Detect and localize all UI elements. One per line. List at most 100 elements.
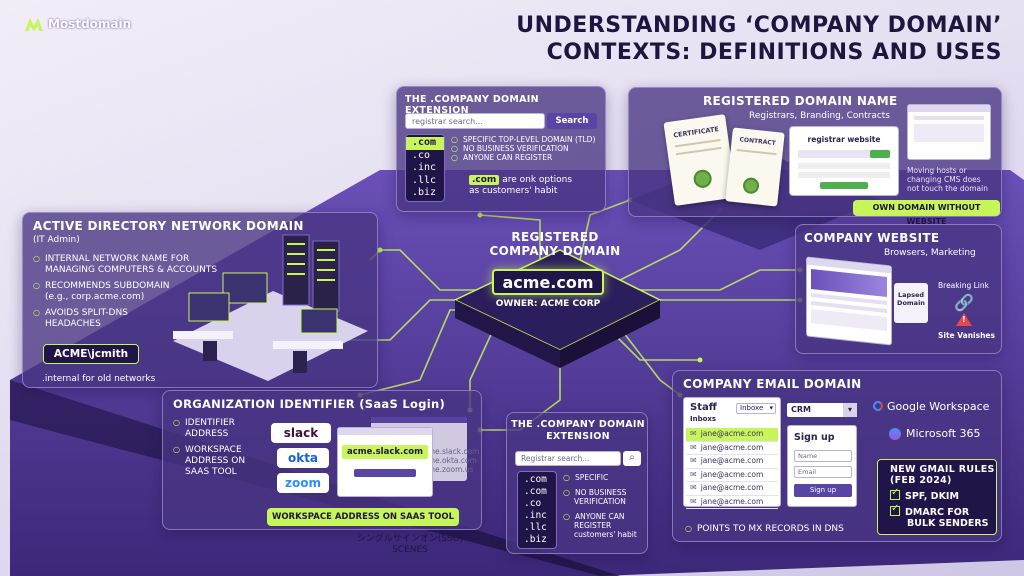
certificate-line bbox=[674, 138, 721, 148]
tld-extension-panel-top: THE .COMPANY DOMAIN EXTENSION registrar … bbox=[396, 86, 606, 212]
sso-bullet-cont: ADDRESS bbox=[185, 429, 229, 439]
tld-bullet: ANYONE CAN bbox=[563, 512, 637, 521]
ad-bullets: INTERNAL NETWORK NAME FOR MANAGING COMPU… bbox=[33, 253, 243, 330]
google-icon bbox=[873, 401, 883, 411]
gmail-rule-spf: SPF, DKIM bbox=[890, 487, 959, 502]
tld-item: .llc bbox=[524, 522, 547, 533]
tld-bullets: SPECIFIC TOP-LEVEL DOMAIN (TLD) NO BUSIN… bbox=[451, 135, 595, 162]
page-title: UNDERSTANDING ‘COMPANY DOMAIN’ CONTEXTS:… bbox=[516, 12, 1002, 66]
seal-icon bbox=[692, 168, 713, 189]
search-icon[interactable]: ⌕ bbox=[623, 451, 641, 466]
website-panel-subtitle: Browsers, Marketing bbox=[884, 248, 976, 258]
chevron-down-icon: ▾ bbox=[769, 404, 773, 412]
registered-domain-name-panel: REGISTERED DOMAIN NAME Registrars, Brand… bbox=[628, 87, 1002, 217]
moving-note-line: not touch the domain bbox=[907, 184, 988, 193]
registrar-website-mockup: registrar website bbox=[789, 126, 899, 196]
registered-panel-title: REGISTERED DOMAIN NAME bbox=[703, 94, 898, 108]
sso-bullet: WORKSPACE bbox=[173, 444, 245, 456]
tld-note-text-1: are onk options bbox=[502, 175, 573, 185]
email-row[interactable]: jane@acme.com bbox=[686, 469, 778, 482]
workspace-url[interactable]: acme.slack.com bbox=[342, 445, 428, 459]
tld-note: .com are onk options as customers' habit bbox=[469, 175, 572, 197]
signup-title: Sign up bbox=[794, 432, 835, 443]
sso-scenes-line: SCENES bbox=[392, 545, 428, 555]
crm-dropdown[interactable]: CRM▾ bbox=[787, 403, 857, 417]
organization-identifier-panel: ORGANIZATION IDENTIFIER (SaaS Login) IDE… bbox=[162, 390, 482, 530]
moving-note-line: changing CMS does bbox=[907, 175, 981, 184]
website-row bbox=[811, 309, 887, 331]
chevron-down-icon: ▾ bbox=[843, 403, 857, 417]
contract-document: CONTRACT bbox=[725, 127, 785, 207]
registrar-site-search bbox=[798, 150, 890, 158]
browser-row bbox=[914, 116, 984, 120]
registrar-search-input[interactable]: registrar search... bbox=[405, 113, 545, 129]
ad-login-badge: ACME\jcmith bbox=[43, 344, 139, 364]
center-owner: OWNER: ACME CORP bbox=[495, 299, 601, 309]
email-list: jane@acme.com jane@acme.com jane@acme.co… bbox=[686, 428, 778, 509]
gmail-rule-text: DMARC FOR bbox=[905, 507, 970, 518]
tld-bullet-cont: REGISTER bbox=[574, 521, 612, 530]
sso-bullet-cont: ADDRESS ON bbox=[185, 456, 246, 466]
inbox-dropdown[interactable]: Inboxe ▾ bbox=[736, 403, 776, 414]
mx-records-note: POINTS TO MX RECORDS IN DNS bbox=[685, 523, 844, 535]
ghost-url: acme.okta.com bbox=[419, 456, 477, 465]
tld-item: .llc bbox=[412, 174, 437, 186]
microsoft-icon bbox=[889, 427, 901, 440]
ad-bullet-cont: MANAGING COMPUTERS & ACCOUNTS bbox=[45, 265, 218, 275]
signup-button[interactable]: Sign up bbox=[794, 484, 852, 497]
ghost-url: acme.zoom.us bbox=[419, 465, 474, 474]
tld-item: .com bbox=[524, 486, 547, 497]
warning-icon: ! bbox=[956, 313, 972, 326]
gmail-rule-text: SPF, DKIM bbox=[905, 491, 959, 502]
moving-hosts-note: Moving hosts or changing CMS does not to… bbox=[907, 166, 988, 193]
sso-scenes: シングルサインオン(SSO) SCENES bbox=[330, 534, 490, 556]
gmail-rules-title: NEW GMAIL RULES (FEB 2024) bbox=[890, 464, 995, 486]
registered-panel-subtitle: Registrars, Branding, Contracts bbox=[749, 111, 890, 121]
slack-logo: slack bbox=[271, 423, 331, 443]
google-workspace-logo: Google Workspace bbox=[887, 400, 989, 413]
email-row[interactable]: jane@acme.com bbox=[686, 442, 778, 455]
email-row[interactable]: jane@acme.com bbox=[686, 428, 778, 442]
tld-bottom-title: THE .COMPANY DOMAIN EXTENSION bbox=[507, 419, 649, 443]
email-row[interactable]: jane@acme.com bbox=[686, 455, 778, 469]
ad-bullet-cont: HEADACHES bbox=[45, 319, 101, 329]
sso-bullet: IDENTIFIER bbox=[173, 417, 245, 429]
tld-note-tag: .com bbox=[469, 175, 500, 185]
email-field[interactable]: Email bbox=[794, 466, 852, 478]
certificate-line bbox=[675, 146, 722, 156]
cms-browser-mockup bbox=[907, 104, 991, 160]
inbox-dropdown-value: Inboxe bbox=[740, 404, 764, 412]
tld-bullet: ANYONE CAN REGISTER bbox=[451, 153, 595, 162]
ad-bullet: INTERNAL NETWORK NAME FOR bbox=[33, 253, 243, 265]
tld-bullet-cont: VERIFICATION bbox=[574, 497, 626, 506]
name-field[interactable]: Name bbox=[794, 450, 852, 462]
ad-panel-subtitle: (IT Admin) bbox=[33, 235, 80, 245]
active-directory-panel: ACTIVE DIRECTORY NETWORK DOMAIN (IT Admi… bbox=[22, 212, 378, 388]
browser-bar bbox=[338, 428, 432, 435]
workspace-address-badge: WORKSPACE ADDRESS ON SAAS TOOL bbox=[267, 508, 459, 526]
tld-item: .inc bbox=[524, 510, 547, 521]
sso-bullet-cont: SAAS TOOL bbox=[185, 467, 237, 477]
lapsed-text: Lapsed bbox=[897, 291, 925, 299]
workspace-browser: acme.slack.com bbox=[337, 427, 433, 497]
search-button[interactable]: Search bbox=[547, 113, 597, 129]
email-row[interactable]: jane@acme.com bbox=[686, 496, 778, 509]
tld-bottom-bullets: SPECIFIC NO BUSINESS VERIFICATION ANYONE… bbox=[563, 473, 637, 539]
company-website-panel: COMPANY WEBSITE Browsers, Marketing Laps… bbox=[795, 224, 1002, 354]
ad-footnote: .internal for old networks bbox=[42, 374, 156, 384]
logo-text: Mostdomain bbox=[48, 17, 132, 31]
lapsed-text: Domain bbox=[897, 299, 925, 307]
logo[interactable]: Mostdomain bbox=[24, 14, 131, 34]
registrar-site-row bbox=[798, 163, 890, 169]
tld-item: .co bbox=[524, 498, 542, 509]
workspace-button[interactable] bbox=[354, 469, 416, 477]
registrar-search-input-bottom[interactable]: Registrar search... bbox=[515, 451, 621, 466]
registrar-site-row bbox=[798, 172, 890, 178]
browser-content bbox=[914, 124, 984, 142]
sso-bullets: IDENTIFIER ADDRESS WORKSPACE ADDRESS ON … bbox=[173, 417, 245, 478]
email-row[interactable]: jane@acme.com bbox=[686, 482, 778, 496]
sso-scenes-line: シングルサインオン(SSO) bbox=[356, 534, 464, 544]
gmail-rules-box: NEW GMAIL RULES (FEB 2024) SPF, DKIM DMA… bbox=[877, 459, 997, 535]
tld-bullet: SPECIFIC bbox=[563, 473, 637, 482]
ad-bullet: AVOIDS SPLIT-DNS bbox=[33, 307, 243, 319]
